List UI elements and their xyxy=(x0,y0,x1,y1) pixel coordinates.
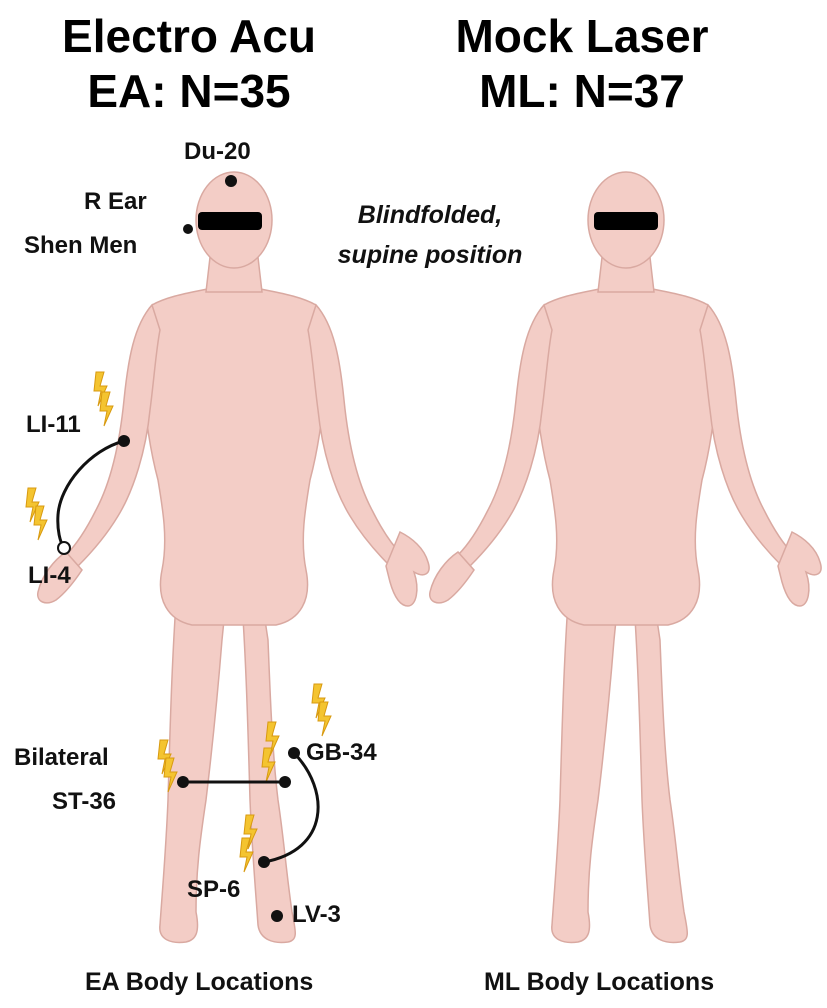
point-sp6 xyxy=(258,856,270,868)
label-st36: ST-36 xyxy=(52,790,116,814)
ml-footer: ML Body Locations xyxy=(484,970,714,995)
label-bilateral: Bilateral xyxy=(14,746,109,770)
point-st36-right xyxy=(279,776,291,788)
ea-body-silhouette xyxy=(38,172,429,942)
label-lv3: LV-3 xyxy=(292,903,341,927)
label-ear-line1: R Ear xyxy=(84,190,147,214)
label-li11: LI-11 xyxy=(26,413,81,437)
point-ear-shen-men xyxy=(183,224,193,234)
label-ear-line2: Shen Men xyxy=(24,234,137,258)
point-li4 xyxy=(58,542,70,554)
note-line1: Blindfolded, xyxy=(300,200,560,231)
ea-footer: EA Body Locations xyxy=(85,970,313,995)
point-lv3 xyxy=(271,910,283,922)
point-gb34 xyxy=(288,747,300,759)
label-li4: LI-4 xyxy=(28,564,71,588)
ml-blindfold xyxy=(594,212,658,230)
point-st36-left xyxy=(177,776,189,788)
lightning-icon-li4-b xyxy=(34,506,47,540)
lightning-icon-li11-b xyxy=(100,392,113,426)
point-li11 xyxy=(118,435,130,447)
lightning-icon-gb34-d xyxy=(318,702,331,736)
ml-body-silhouette xyxy=(430,172,821,942)
ea-blindfold xyxy=(198,212,262,230)
label-sp6: SP-6 xyxy=(187,878,240,902)
note-line2: supine position xyxy=(300,240,560,271)
label-gb34: GB-34 xyxy=(306,741,377,765)
point-du20 xyxy=(225,175,237,187)
label-du20: Du-20 xyxy=(184,140,251,164)
